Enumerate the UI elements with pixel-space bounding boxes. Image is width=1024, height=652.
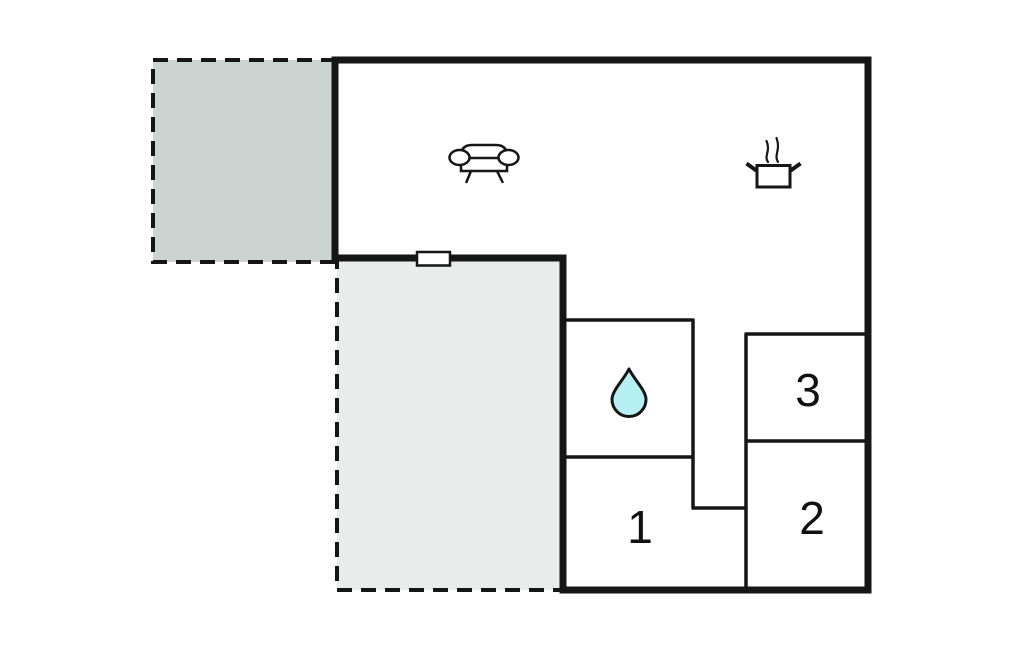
room-1-label: 1: [627, 501, 653, 553]
sofa-armrest-right: [497, 148, 520, 167]
sofa-leg-right: [495, 169, 504, 184]
pot-handle-right: [788, 161, 802, 173]
terrace-top-left: [151, 58, 337, 264]
pot-handle-left: [745, 161, 759, 173]
steam-line-left: [765, 139, 770, 164]
room-3-label: 3: [795, 364, 821, 416]
pot-body: [755, 164, 792, 189]
sofa-leg-left: [465, 169, 473, 184]
steam-line-right: [775, 136, 780, 164]
building-outline: [331, 56, 872, 594]
room-2-label: 2: [799, 492, 825, 544]
window-icon: [415, 250, 452, 267]
terrace-bottom: [335, 257, 565, 592]
water-drop-icon: [610, 367, 648, 418]
sofa-icon: [448, 143, 520, 184]
sofa-armrest-left: [448, 148, 471, 167]
stove-icon: [745, 136, 802, 189]
